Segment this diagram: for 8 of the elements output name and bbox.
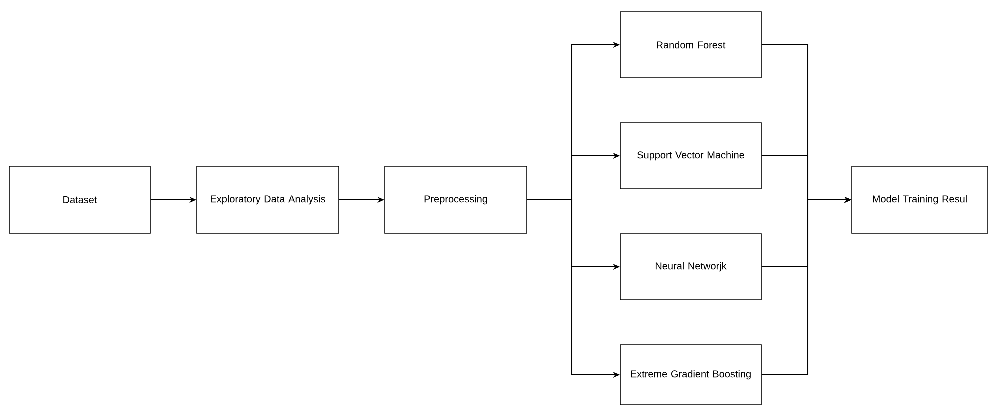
process-box: Random Forest — [620, 12, 762, 78]
process-box: Exploratory Data Analysis — [196, 166, 340, 234]
process-box: Preprocessing — [384, 166, 528, 234]
process-box: Dataset — [9, 166, 151, 234]
process-box: Extreme Gradient Boosting — [620, 344, 762, 406]
process-box: Neural Networjk — [620, 234, 762, 300]
process-box: Support Vector Machine — [620, 122, 762, 190]
process-box: Model Training Resul — [852, 166, 988, 234]
